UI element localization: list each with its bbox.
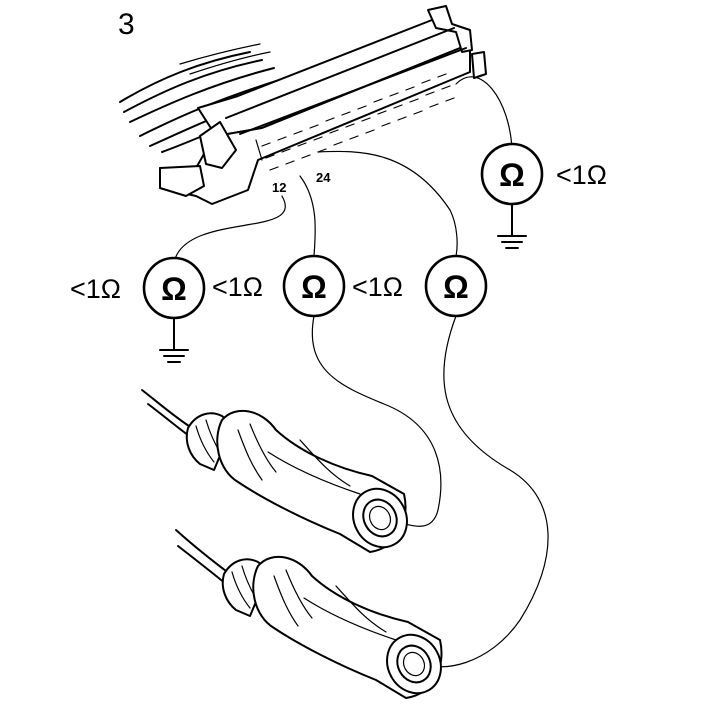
reading-center: <1Ω [212, 272, 263, 302]
reading-left: <1Ω [70, 274, 121, 304]
step-number: 3 [118, 8, 135, 41]
test-leads [174, 76, 549, 668]
ohm-symbol-icon: Ω [443, 269, 469, 305]
ohmmeter-left: Ω <1Ω [70, 256, 206, 320]
ohm-symbol-icon: Ω [161, 271, 187, 307]
multi-pin-connector [159, 5, 487, 205]
ohmmeter-center: Ω <1Ω [212, 254, 346, 318]
ohmmeter-center-circle [282, 254, 346, 318]
ohm-symbol-icon: Ω [499, 157, 525, 193]
ohmmeter-right-circle [480, 142, 544, 206]
pin-row-top [261, 73, 455, 171]
reading-right: <1Ω [556, 160, 607, 190]
sensor-plug-lower [175, 529, 443, 699]
ohmmeter-center-right-circle [424, 254, 488, 318]
pin-label-24: 24 [316, 170, 331, 185]
ground-symbol-left [159, 317, 189, 363]
ohmmeter-right: Ω <1Ω [480, 142, 607, 206]
pin-label-12: 12 [272, 180, 286, 195]
ohmmeter-center-right: Ω <1Ω [352, 254, 488, 318]
ground-symbol-right [497, 201, 527, 249]
sensor-plug-upper [141, 389, 408, 553]
ohm-symbol-icon: Ω [301, 269, 327, 305]
reading-center-right: <1Ω [352, 272, 403, 302]
ohmmeter-left-circle [142, 256, 206, 320]
